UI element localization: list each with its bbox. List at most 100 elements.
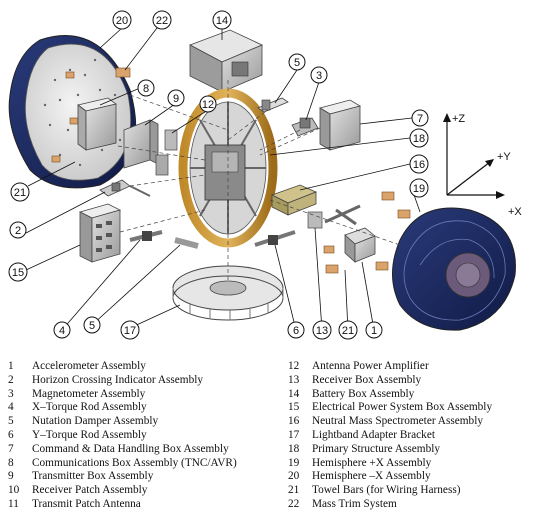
exploded-assembly-diagram: +Z +Y +X [8, 10, 522, 340]
nutation-damper-top [257, 97, 289, 113]
legend-item-number: 12 [288, 360, 300, 372]
legend-item-number: 3 [8, 387, 14, 400]
hemisphere-plus-x [392, 207, 516, 331]
legend-item: 20 Hemisphere –X Assembly [288, 470, 528, 484]
legend-column-right: 12 Antenna Power Amplifier 13 Receiver Box … [288, 360, 528, 512]
receiver-patch [155, 154, 169, 176]
callout-leaders [25, 23, 421, 331]
legend-item-text: Accelerometer Assembly [32, 360, 146, 372]
legend-item-number: 17 [288, 428, 300, 441]
axis-z-label: +Z [452, 113, 465, 125]
legend-item-number: 10 [8, 484, 20, 497]
mass-trim-right-1 [381, 191, 395, 201]
svg-text:15: 15 [12, 267, 24, 279]
svg-text:4: 4 [59, 325, 65, 337]
legend-item-text: Hemisphere +X Assembly [312, 456, 432, 469]
legend-item-number: 2 [8, 373, 14, 386]
coordinate-axes [443, 113, 505, 199]
legend-item-number: 14 [288, 387, 300, 400]
lightband-adapter [172, 265, 284, 321]
legend-item-number: 11 [8, 497, 19, 510]
callout-marker: 9 [167, 89, 185, 107]
callout-marker: 6 [287, 321, 305, 339]
svg-text:13: 13 [316, 325, 328, 337]
legend-item-text: Command & Data Handling Box Assembly [32, 442, 229, 455]
legend-item-number: 22 [288, 497, 300, 510]
svg-text:20: 20 [116, 15, 128, 27]
legend-item-text: Nutation Damper Assembly [32, 415, 159, 428]
legend-item-text: Horizon Crossing Indicator Assembly [32, 373, 204, 386]
callout-marker: 5 [83, 316, 101, 334]
svg-text:16: 16 [413, 159, 425, 171]
callout-marker: 21 [338, 320, 358, 340]
legend-item-text: Neutral Mass Spectrometer Assembly [312, 415, 483, 428]
legend-item-number: 1 [8, 360, 14, 372]
legend-item-text: Magnetometer Assembly [32, 387, 146, 400]
svg-text:19: 19 [413, 183, 425, 195]
axis-y-label: +Y [497, 151, 511, 163]
svg-text:12: 12 [202, 99, 214, 111]
x-torque-rod [129, 230, 163, 242]
callout-marker: 16 [409, 154, 429, 174]
nutation-damper-bottom [174, 237, 199, 249]
legend-item-number: 20 [288, 470, 300, 483]
receiver-box [307, 211, 323, 229]
legend-item-number: 5 [8, 415, 14, 428]
callout-marker: 22 [152, 10, 172, 30]
callout-marker: 19 [409, 178, 429, 198]
magnetometer [291, 117, 319, 137]
legend-item-text: Antenna Power Amplifier [312, 360, 429, 372]
callout-marker: 17 [120, 320, 140, 340]
legend-item-text: Towel Bars (for Wiring Harness) [312, 484, 461, 497]
callout-marker: 3 [310, 66, 328, 84]
svg-text:5: 5 [89, 320, 95, 332]
legend-item-number: 19 [288, 456, 300, 469]
callout-marker: 18 [409, 128, 429, 148]
callout-marker: 4 [53, 321, 71, 339]
towel-bar-mid [335, 208, 357, 226]
callout-marker: 21 [10, 182, 30, 202]
legend-item-text: Receiver Box Assembly [312, 373, 422, 386]
legend-item: 13 Receiver Box Assembly [288, 374, 528, 388]
transmitter-box [123, 119, 159, 169]
legend-item: 3 Magnetometer Assembly [8, 388, 278, 402]
callout-marker: 1 [365, 321, 383, 339]
svg-text:22: 22 [156, 15, 168, 27]
svg-text:1: 1 [371, 325, 377, 337]
svg-text:17: 17 [124, 325, 136, 337]
legend-item-text: Transmit Patch Antenna [32, 497, 141, 510]
legend-item: 19 Hemisphere +X Assembly [288, 457, 528, 471]
communications-box [77, 97, 117, 151]
legend-item: 11 Transmit Patch Antenna [8, 498, 278, 512]
legend-item: 2 Horizon Crossing Indicator Assembly [8, 374, 278, 388]
legend-item-text: Hemisphere –X Assembly [312, 470, 431, 483]
legend-item-number: 15 [288, 401, 300, 414]
legend-item-text: Lightband Adapter Bracket [312, 428, 435, 441]
parts-legend: 1 Accelerometer Assembly 2 Horizon Crossing… [0, 360, 533, 522]
assembly-guide-lines [117, 80, 401, 280]
legend-item-text: Communications Box Assembly (TNC/AVR) [32, 456, 237, 469]
callout-marker: 14 [212, 10, 232, 30]
mass-trim-right-3 [375, 261, 389, 271]
svg-text:5: 5 [294, 57, 300, 69]
y-torque-rod [254, 230, 296, 247]
neutral-mass-spectrometer [270, 184, 318, 216]
callout-marker: 2 [9, 221, 27, 239]
legend-item-text: Primary Structure Assembly [312, 442, 441, 455]
legend-item-text: Y–Torque Rod Assembly [32, 428, 147, 441]
legend-item-number: 16 [288, 415, 300, 428]
mass-trim-right-4 [325, 264, 339, 274]
mass-trim-right-5 [323, 245, 335, 254]
legend-item-number: 13 [288, 373, 300, 386]
legend-item-text: Electrical Power System Box Assembly [312, 401, 493, 414]
eps-box [78, 203, 122, 263]
legend-item-number: 18 [288, 442, 300, 455]
legend-item: 5 Nutation Damper Assembly [8, 415, 278, 429]
legend-item-number: 9 [8, 470, 14, 483]
legend-item: 18 Primary Structure Assembly [288, 443, 528, 457]
